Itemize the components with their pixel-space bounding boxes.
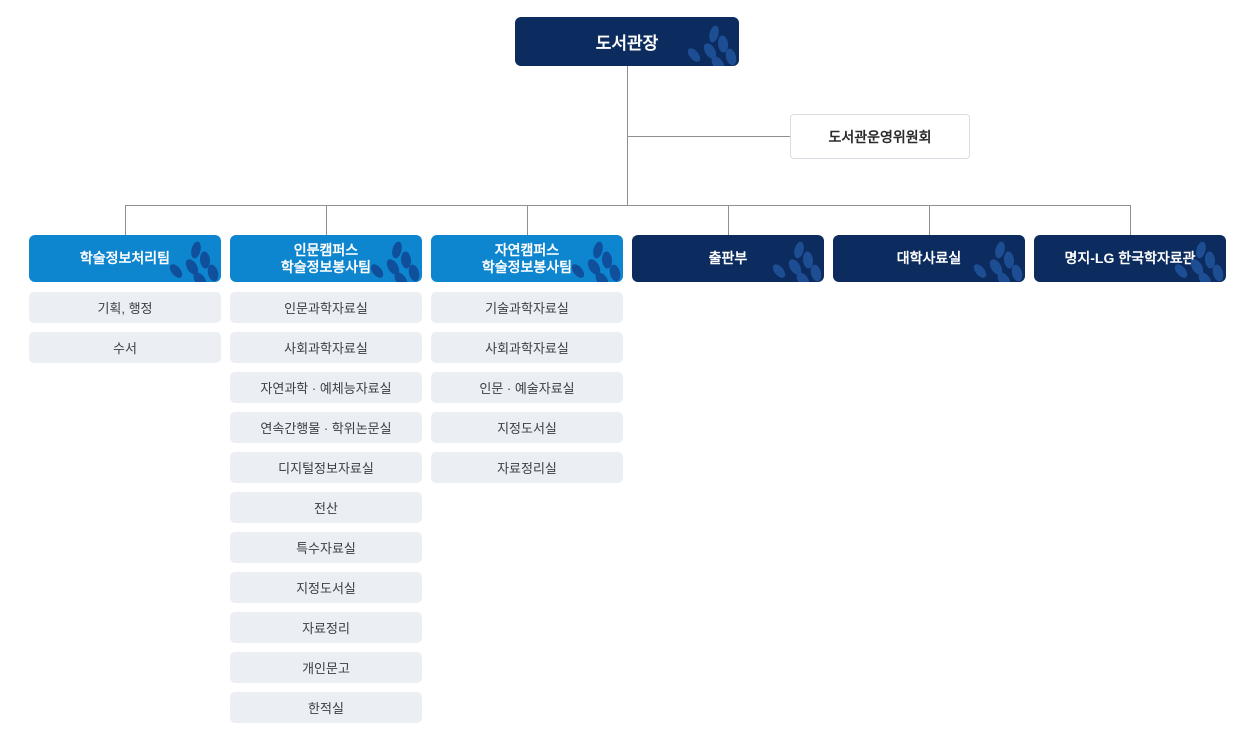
org-node-unit: 연속간행물 · 학위논문실 — [230, 412, 422, 443]
org-node-department-label: 출판부 — [708, 250, 748, 266]
org-node-department-label: 학술정보처리팀 — [79, 250, 171, 266]
org-node-unit: 한적실 — [230, 692, 422, 723]
leaf-sprig-icon — [169, 241, 219, 282]
leaf-sprig-icon — [571, 241, 621, 282]
connector-line — [125, 205, 126, 235]
org-node-unit: 전산 — [230, 492, 422, 523]
org-node-director: 도서관장 — [515, 17, 739, 66]
connector-line — [929, 205, 930, 235]
org-node-department: 인문캠퍼스 학술정보봉사팀 — [230, 235, 422, 282]
org-node-unit: 기획, 행정 — [29, 292, 221, 323]
leaf-sprig-icon — [370, 241, 420, 282]
org-node-unit: 디지털정보자료실 — [230, 452, 422, 483]
org-node-director-label: 도서관장 — [595, 34, 659, 53]
org-node-department-label: 명지-LG 한국학자료관 — [1064, 250, 1196, 266]
org-node-department: 명지-LG 한국학자료관 — [1034, 235, 1226, 282]
org-node-department: 자연캠퍼스 학술정보봉사팀 — [431, 235, 623, 282]
leaf-sprig-icon — [973, 241, 1023, 282]
org-node-department: 출판부 — [632, 235, 824, 282]
org-node-unit: 개인문고 — [230, 652, 422, 683]
org-node-unit: 특수자료실 — [230, 532, 422, 563]
org-node-department-label: 인문캠퍼스 학술정보봉사팀 — [280, 241, 372, 275]
org-node-unit: 자료정리실 — [431, 452, 623, 483]
connector-line — [627, 136, 790, 137]
leaf-sprig-icon — [687, 25, 737, 66]
connector-line — [326, 205, 327, 235]
org-node-unit: 사회과학자료실 — [431, 332, 623, 363]
org-node-department-label: 자연캠퍼스 학술정보봉사팀 — [481, 241, 573, 275]
org-node-department: 학술정보처리팀 — [29, 235, 221, 282]
org-node-unit: 수서 — [29, 332, 221, 363]
leaf-sprig-icon — [772, 241, 822, 282]
org-node-unit: 인문과학자료실 — [230, 292, 422, 323]
org-node-unit: 인문 · 예술자료실 — [431, 372, 623, 403]
org-node-unit: 자연과학 · 예체능자료실 — [230, 372, 422, 403]
org-node-unit: 지정도서실 — [431, 412, 623, 443]
connector-line — [728, 205, 729, 235]
connector-line — [627, 66, 628, 205]
org-node-unit: 사회과학자료실 — [230, 332, 422, 363]
org-node-department: 대학사료실 — [833, 235, 1025, 282]
org-node-unit: 기술과학자료실 — [431, 292, 623, 323]
connector-line — [1130, 205, 1131, 235]
org-node-unit: 지정도서실 — [230, 572, 422, 603]
connector-line — [125, 205, 1131, 206]
connector-line — [527, 205, 528, 235]
org-node-committee-label: 도서관운영위원회 — [828, 128, 932, 145]
org-node-committee: 도서관운영위원회 — [790, 114, 970, 159]
org-node-unit: 자료정리 — [230, 612, 422, 643]
org-node-department-label: 대학사료실 — [896, 250, 962, 266]
